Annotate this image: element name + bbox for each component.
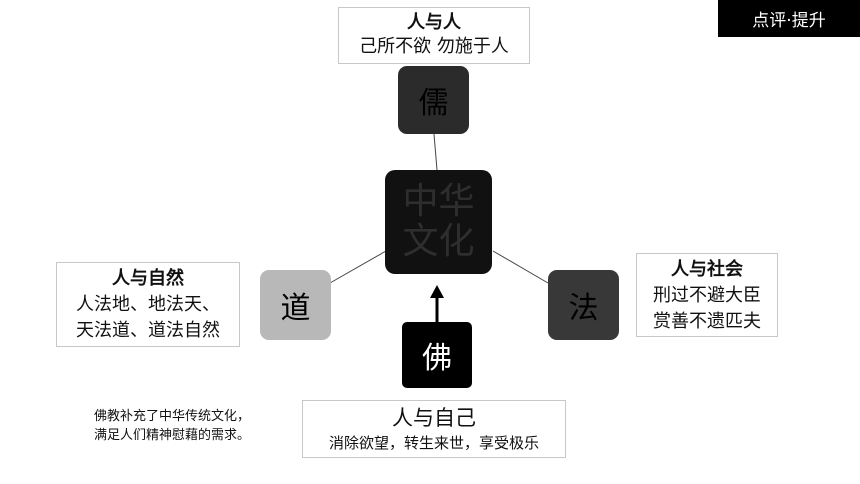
comment-badge: 点评·提升 [718, 0, 860, 37]
node-ru: 儒 [398, 66, 469, 134]
note-line1: 佛教补充了中华传统文化， [94, 409, 251, 424]
label-fa-line1: 刑过不避大臣 [653, 285, 761, 306]
arrow-head [430, 285, 444, 298]
connector-dao [329, 250, 387, 284]
label-ru: 人与人 己所不欲 勿施于人 [338, 7, 530, 64]
label-ru-title: 人与人 [407, 12, 461, 33]
node-fa: 法 [548, 270, 619, 340]
node-ru-text: 儒 [418, 86, 449, 121]
node-fa-text: 法 [568, 291, 599, 326]
center-text-line1: 中华 [402, 181, 475, 222]
node-dao-text: 道 [280, 291, 311, 326]
node-dao: 道 [260, 270, 331, 340]
node-fo: 佛 [402, 322, 472, 388]
label-dao-title: 人与自然 [112, 268, 184, 289]
label-dao: 人与自然 人法地、地法天、 天法道、道法自然 [56, 262, 240, 347]
label-dao-line1: 人法地、地法天、 [76, 294, 220, 315]
label-fa: 人与社会 刑过不避大臣 赏善不遗匹夫 [636, 253, 778, 337]
note-line2: 满足人们精神慰藉的需求。 [94, 428, 251, 443]
label-fo-line1: 消除欲望，转生来世，享受极乐 [328, 434, 539, 452]
label-fo: 人与自己 消除欲望，转生来世，享受极乐 [302, 400, 566, 458]
buddhism-note: 佛教补充了中华传统文化， 满足人们精神慰藉的需求。 [94, 407, 294, 445]
label-fo-title: 人与自己 [392, 406, 476, 430]
center-node-chinese-culture: 中华 文化 [385, 170, 492, 274]
center-text-line2: 文化 [402, 221, 475, 262]
label-dao-line2: 天法道、道法自然 [76, 320, 220, 341]
label-ru-line1: 己所不欲 勿施于人 [359, 36, 509, 57]
connector-fa [492, 250, 549, 284]
node-fo-text: 佛 [422, 341, 452, 376]
label-fa-title: 人与社会 [671, 259, 743, 280]
label-fa-line2: 赏善不遗匹夫 [653, 311, 761, 332]
connector-ru [433, 133, 438, 171]
